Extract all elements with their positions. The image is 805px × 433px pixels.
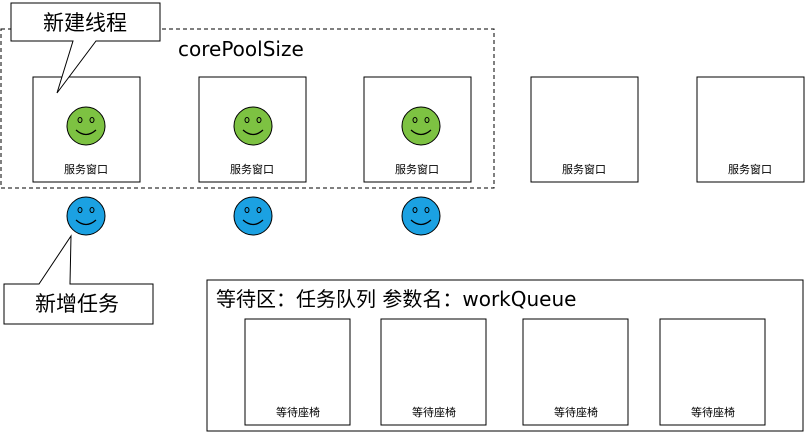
waiting-seat-label: 等待座椅	[691, 405, 735, 419]
new-thread-callout-label: 新建线程	[43, 11, 127, 35]
waiting-seat-box	[659, 318, 766, 426]
service-window-label: 服务窗口	[64, 162, 108, 176]
task-smiley-icon	[233, 196, 273, 236]
task-smiley-icon	[66, 196, 106, 236]
waiting-seat-label: 等待座椅	[554, 405, 598, 419]
thread-smiley-icon	[401, 106, 441, 146]
waiting-seat-label: 等待座椅	[412, 405, 456, 419]
thread-smiley-icon	[66, 106, 106, 146]
service-window-label: 服务窗口	[230, 162, 274, 176]
new-task-callout-label: 新增任务	[35, 292, 119, 316]
core-pool-label: corePoolSize	[178, 37, 304, 61]
new-thread-callout	[10, 2, 161, 94]
service-window-label: 服务窗口	[562, 162, 606, 176]
service-window-label: 服务窗口	[395, 162, 439, 176]
waiting-area-title: 等待区：任务队列 参数名：workQueue	[216, 287, 576, 311]
task-smiley-icon	[401, 196, 441, 236]
waiting-seat-box	[522, 318, 629, 426]
service-window-box	[696, 76, 805, 183]
service-window-box	[530, 76, 639, 183]
waiting-seat-box	[244, 318, 351, 426]
core-pool-boundary	[0, 28, 495, 189]
waiting-seat-box	[380, 318, 487, 426]
new-task-callout	[3, 234, 154, 325]
service-window-label: 服务窗口	[728, 162, 772, 176]
thread-smiley-icon	[233, 106, 273, 146]
waiting-seat-label: 等待座椅	[276, 405, 320, 419]
